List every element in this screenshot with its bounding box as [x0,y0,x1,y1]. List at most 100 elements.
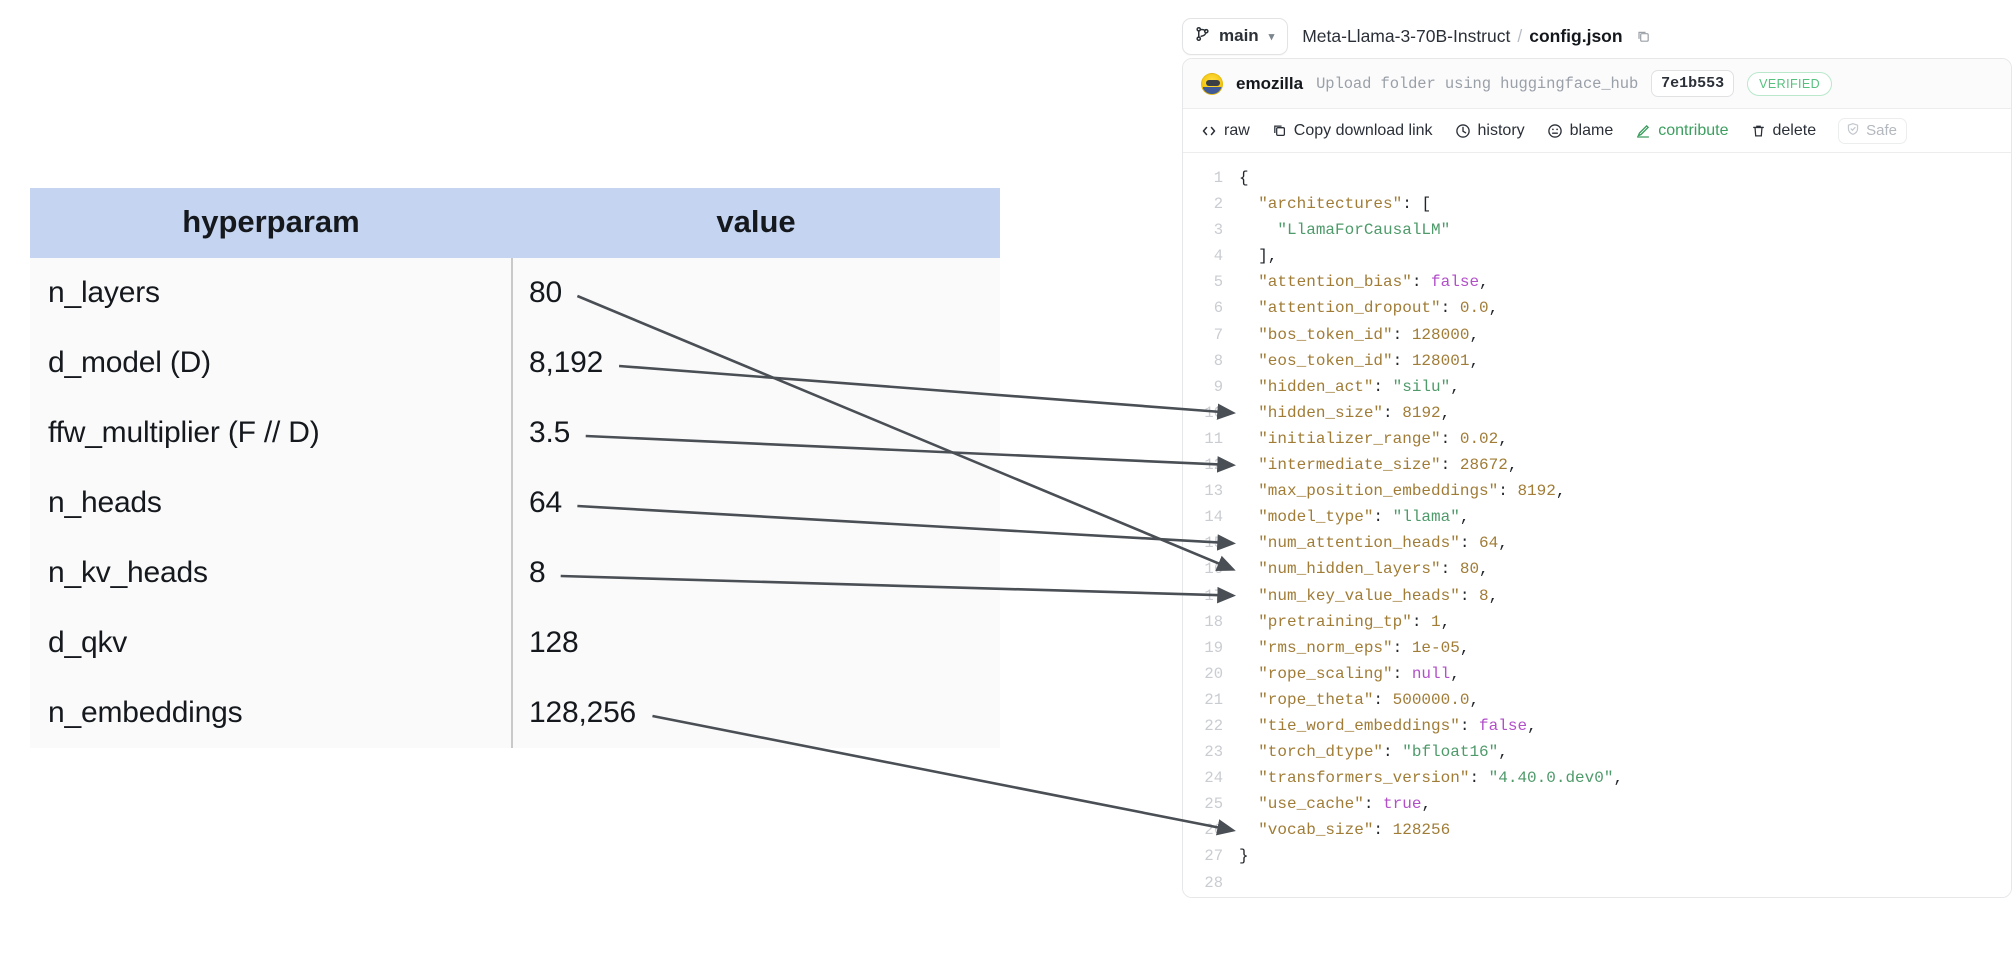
avatar [1201,73,1223,95]
line-number: 8 [1183,348,1239,374]
trash-icon [1751,123,1766,139]
line-number: 13 [1183,478,1239,504]
table-header-row: hyperparam value [30,188,1000,258]
line-number: 20 [1183,661,1239,687]
code-line: 23 "torch_dtype": "bfloat16", [1183,739,2011,765]
line-content: "hidden_size": 8192, [1239,400,1450,426]
code-line: 20 "rope_scaling": null, [1183,661,2011,687]
line-number: 14 [1183,504,1239,530]
history-label: history [1478,122,1525,140]
contribute-button[interactable]: contribute [1635,122,1728,140]
branch-selector[interactable]: main ▾ [1182,18,1288,55]
branch-icon [1195,26,1210,47]
code-line: 15 "num_attention_heads": 64, [1183,530,2011,556]
table-row: n_kv_heads8 [30,538,1000,608]
line-content: "architectures": [ [1239,191,1431,217]
line-number: 17 [1183,583,1239,609]
line-number: 24 [1183,765,1239,791]
breadcrumb-file: config.json [1529,26,1622,47]
chevron-down-icon: ▾ [1269,30,1275,43]
file-toolbar: raw Copy download link history [1183,109,2011,153]
cell-hyperparam: d_model (D) [30,328,512,398]
line-number: 28 [1183,870,1239,896]
cell-hyperparam: ffw_multiplier (F // D) [30,398,512,468]
blame-button[interactable]: blame [1547,122,1614,140]
code-line: 12 "intermediate_size": 28672, [1183,452,2011,478]
shield-check-icon [1846,122,1860,140]
code-line: 6 "attention_dropout": 0.0, [1183,295,2011,321]
safe-label: Safe [1866,122,1897,139]
delete-button[interactable]: delete [1751,122,1817,140]
copy-download-link-label: Copy download link [1294,122,1433,140]
line-number: 1 [1183,165,1239,191]
cell-value: 3.5 [512,398,1000,468]
line-number: 25 [1183,791,1239,817]
cell-value: 8,192 [512,328,1000,398]
line-number: 6 [1183,295,1239,321]
cell-hyperparam: n_heads [30,468,512,538]
code-line: 17 "num_key_value_heads": 8, [1183,583,2011,609]
code-line: 21 "rope_theta": 500000.0, [1183,687,2011,713]
line-content: "initializer_range": 0.02, [1239,426,1508,452]
line-content: "num_hidden_layers": 80, [1239,556,1489,582]
line-content: "torch_dtype": "bfloat16", [1239,739,1508,765]
verified-badge: VERIFIED [1747,72,1832,96]
code-line: 25 "use_cache": true, [1183,791,2011,817]
line-content: "pretraining_tp": 1, [1239,609,1450,635]
cell-value: 8 [512,538,1000,608]
code-icon [1201,123,1217,139]
line-number: 26 [1183,817,1239,843]
cell-value: 64 [512,468,1000,538]
code-content: 1{2 "architectures": [3 "LlamaForCausalL… [1183,165,2011,896]
column-header-hyperparam: hyperparam [30,188,512,258]
code-line: 19 "rms_norm_eps": 1e-05, [1183,635,2011,661]
code-line: 18 "pretraining_tp": 1, [1183,609,2011,635]
breadcrumb: main ▾ Meta-Llama-3-70B-Instruct / confi… [1182,0,2012,56]
line-content: "bos_token_id": 128000, [1239,322,1479,348]
hyperparam-table-container: hyperparam value n_layers80d_model (D)8,… [30,188,1000,748]
history-button[interactable]: history [1455,122,1525,140]
copy-download-link-button[interactable]: Copy download link [1272,122,1433,140]
line-content: "LlamaForCausalLM" [1239,217,1450,243]
cell-value: 80 [512,258,1000,328]
code-line: 5 "attention_bias": false, [1183,269,2011,295]
cell-value: 128 [512,608,1000,678]
blame-label: blame [1570,122,1614,140]
blame-icon [1547,123,1563,139]
code-line: 22 "tie_word_embeddings": false, [1183,713,2011,739]
code-line: 16 "num_hidden_layers": 80, [1183,556,2011,582]
code-line: 27} [1183,843,2011,869]
line-number: 9 [1183,374,1239,400]
line-content: "intermediate_size": 28672, [1239,452,1517,478]
branch-label: main [1219,26,1259,46]
breadcrumb-repo[interactable]: Meta-Llama-3-70B-Instruct [1302,26,1510,47]
line-content: { [1239,165,1249,191]
table-body: n_layers80d_model (D)8,192ffw_multiplier… [30,258,1000,748]
line-content: ], [1239,243,1277,269]
line-number: 5 [1183,269,1239,295]
line-number: 2 [1183,191,1239,217]
cell-value: 128,256 [512,678,1000,748]
line-number: 27 [1183,843,1239,869]
line-content: "use_cache": true, [1239,791,1431,817]
copy-path-icon[interactable] [1636,29,1651,44]
line-number: 21 [1183,687,1239,713]
commit-message: Upload folder using huggingface_hub [1316,75,1638,93]
code-line: 11 "initializer_range": 0.02, [1183,426,2011,452]
commit-row: emozilla Upload folder using huggingface… [1183,59,2011,109]
line-number: 3 [1183,217,1239,243]
commit-author[interactable]: emozilla [1236,74,1303,94]
line-number: 11 [1183,426,1239,452]
cell-hyperparam: n_embeddings [30,678,512,748]
raw-button[interactable]: raw [1201,122,1250,140]
table-row: d_qkv128 [30,608,1000,678]
pencil-icon [1635,123,1651,139]
commit-sha[interactable]: 7e1b553 [1651,70,1734,97]
code-line: 3 "LlamaForCausalLM" [1183,217,2011,243]
line-content: } [1239,843,1249,869]
code-viewer[interactable]: 1{2 "architectures": [3 "LlamaForCausalL… [1183,153,2011,897]
line-content: "num_attention_heads": 64, [1239,530,1508,556]
line-number: 23 [1183,739,1239,765]
contribute-label: contribute [1658,122,1728,140]
line-content: "rms_norm_eps": 1e-05, [1239,635,1469,661]
